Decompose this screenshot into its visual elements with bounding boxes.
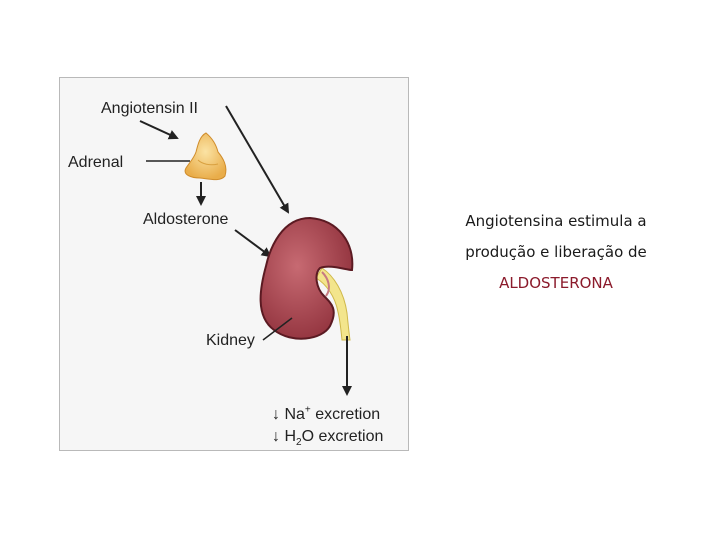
label-angiotensin-ii: Angiotensin II xyxy=(101,100,198,117)
adrenal-gland-shape xyxy=(184,132,227,181)
caption-line-1: Angiotensina estimula a xyxy=(465,212,647,230)
label-h2o-excretion: ↓ H2O excretion xyxy=(272,428,384,449)
down-arrow-icon: ↓ xyxy=(272,406,280,423)
arrow-aldosterone-to-kidney xyxy=(234,229,272,258)
diagram-panel: Angiotensin II Adrenal Aldosterone Kidne… xyxy=(59,77,409,451)
caption-text: Angiotensina estimula a produção e liber… xyxy=(436,206,676,299)
label-adrenal: Adrenal xyxy=(68,154,124,171)
label-na-excretion: ↓ Na+ excretion xyxy=(272,404,381,423)
kidney-shape xyxy=(259,216,354,340)
arrow-angiotensin-to-adrenal xyxy=(139,120,179,140)
ureter-shape xyxy=(315,267,351,341)
leader-kidney xyxy=(262,317,293,341)
diagram-graphics xyxy=(139,105,354,396)
caption-line-2: produção e liberação de xyxy=(465,243,647,261)
arrow-angiotensin-to-kidney xyxy=(225,105,290,214)
caption-highlight: ALDOSTERONA xyxy=(499,274,613,292)
down-arrow-icon: ↓ xyxy=(272,428,280,445)
label-aldosterone: Aldosterone xyxy=(143,211,229,228)
label-kidney: Kidney xyxy=(206,332,255,349)
